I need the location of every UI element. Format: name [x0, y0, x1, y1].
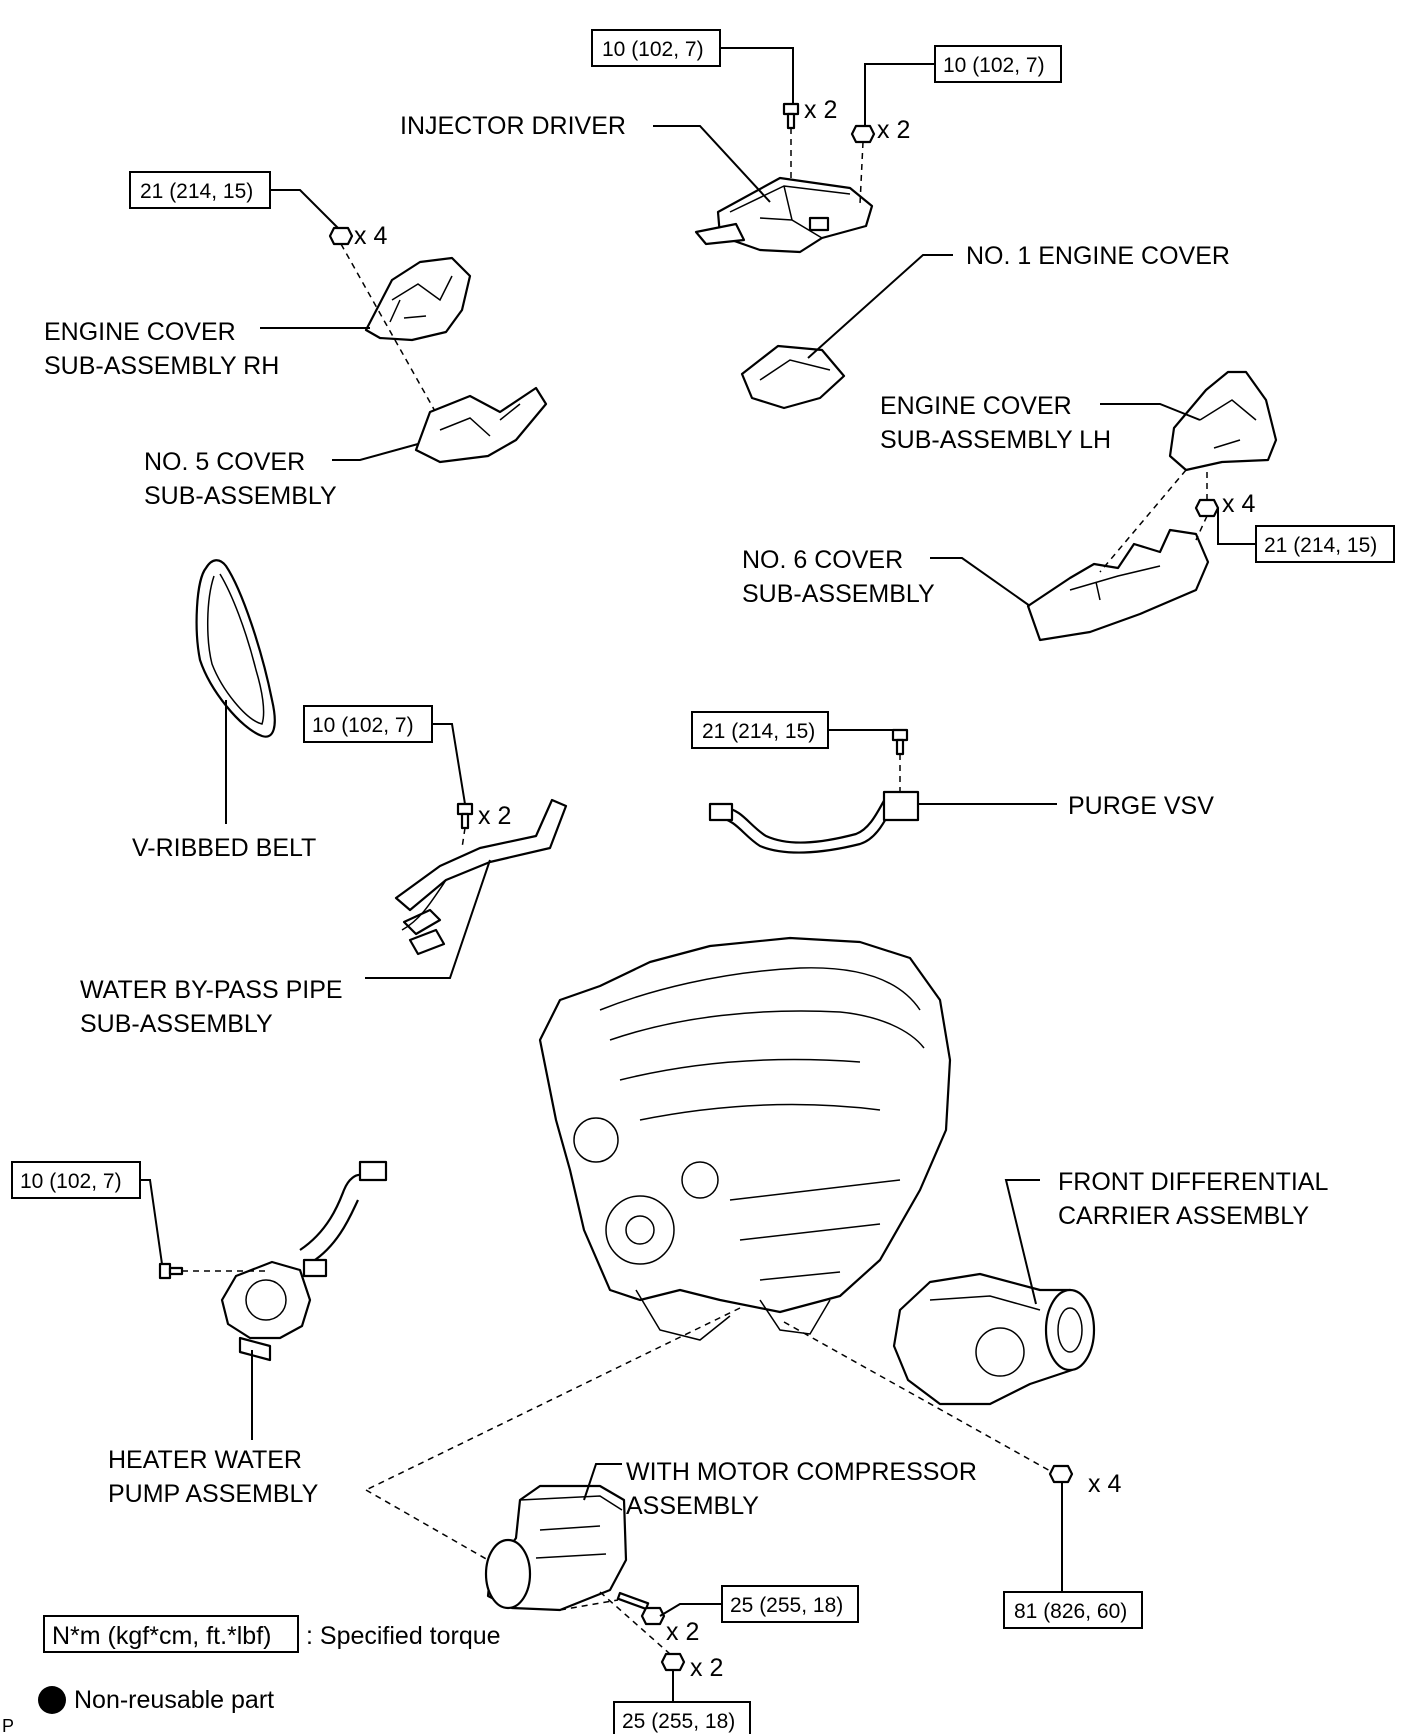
label-compressor-1: WITH MOTOR COMPRESSOR [626, 1458, 977, 1486]
legend-torque-box [43, 1615, 299, 1653]
label-water-bypass-1: WATER BY-PASS PIPE [80, 976, 343, 1004]
front-differential-part [892, 1272, 1096, 1406]
engine-cover-rh-part [364, 256, 472, 342]
label-v-ribbed-belt: V-RIBBED BELT [132, 834, 316, 862]
label-no1-engine-cover: NO. 1 ENGINE COVER [966, 242, 1230, 270]
heater-water-pump-part [220, 1160, 388, 1362]
engine-cover-lh-part [1168, 370, 1278, 472]
torque-box-purge [691, 711, 829, 749]
legend-non-reusable: Non-reusable part [74, 1686, 274, 1714]
torque-box-injector-bolt [591, 29, 721, 67]
torque-box-compressor-nut [613, 1701, 751, 1734]
qty-compressor-nut: x 2 [690, 1654, 723, 1682]
qty-compressor-bolt: x 2 [666, 1618, 699, 1646]
compressor-bolt-icon [616, 1591, 666, 1626]
purge-bolt-icon [891, 728, 909, 756]
cover-lh-nut-icon [1194, 498, 1220, 518]
heater-bolt-icon [158, 1262, 184, 1280]
compressor-part [484, 1484, 628, 1612]
cover-rh-nut-icon [328, 226, 354, 246]
label-engine-cover-rh-1: ENGINE COVER [44, 318, 236, 346]
qty-injector-nut: x 2 [877, 116, 910, 144]
label-engine-cover-rh-2: SUB-ASSEMBLY RH [44, 352, 279, 380]
label-no6-cover-1: NO. 6 COVER [742, 546, 903, 574]
torque-box-diff [1003, 1591, 1143, 1629]
label-water-bypass-2: SUB-ASSEMBLY [80, 1010, 273, 1038]
torque-box-compressor-bolt [721, 1585, 859, 1623]
label-front-diff-2: CARRIER ASSEMBLY [1058, 1202, 1309, 1230]
label-heater-pump-1: HEATER WATER [108, 1446, 302, 1474]
injector-nut-icon [850, 124, 876, 144]
engine-part [538, 936, 952, 1341]
torque-injector-bolt: 10 (102, 7) [602, 38, 704, 61]
torque-box-heater [11, 1161, 141, 1199]
torque-compressor-nut: 25 (255, 18) [622, 1710, 735, 1733]
torque-box-cover-lh [1255, 525, 1395, 563]
legend-torque-unit: N*m (kgf*cm, ft.*lbf) [52, 1622, 271, 1650]
label-engine-cover-lh-1: ENGINE COVER [880, 392, 1072, 420]
purge-vsv-part [708, 790, 920, 854]
torque-heater: 10 (102, 7) [20, 1170, 122, 1193]
label-compressor-2: ASSEMBLY [626, 1492, 759, 1520]
no5-cover-part [414, 386, 548, 464]
label-front-diff-1: FRONT DIFFERENTIAL [1058, 1168, 1328, 1196]
legend-torque-desc: : Specified torque [306, 1622, 501, 1650]
water-bypass-pipe-part [394, 798, 568, 956]
bypass-bolt-icon [456, 802, 474, 830]
qty-injector-bolt: x 2 [804, 96, 837, 124]
injector-driver-part [694, 176, 874, 254]
torque-box-cover-rh [129, 171, 271, 209]
diff-bolt-icon [1048, 1464, 1074, 1484]
torque-box-bypass [303, 705, 433, 743]
torque-injector-nut: 10 (102, 7) [943, 54, 1045, 77]
injector-bolt-icon [782, 102, 800, 130]
torque-bypass: 10 (102, 7) [312, 714, 414, 737]
no6-cover-part [1026, 528, 1210, 642]
torque-diff: 81 (826, 60) [1014, 1600, 1127, 1623]
torque-purge: 21 (214, 15) [702, 720, 815, 743]
label-engine-cover-lh-2: SUB-ASSEMBLY LH [880, 426, 1111, 454]
qty-cover-lh: x 4 [1222, 490, 1255, 518]
corner-mark: P [2, 1716, 14, 1734]
qty-cover-rh: x 4 [354, 222, 387, 250]
non-reusable-dot-icon [38, 1686, 66, 1714]
compressor-nut-icon [660, 1652, 686, 1672]
torque-compressor-bolt: 25 (255, 18) [730, 1594, 843, 1617]
qty-diff: x 4 [1088, 1470, 1121, 1498]
label-injector-driver: INJECTOR DRIVER [400, 112, 626, 140]
label-purge-vsv: PURGE VSV [1068, 792, 1214, 820]
label-no6-cover-2: SUB-ASSEMBLY [742, 580, 935, 608]
torque-box-injector-nut [934, 45, 1062, 83]
label-heater-pump-2: PUMP ASSEMBLY [108, 1480, 319, 1508]
v-ribbed-belt-part [195, 559, 276, 738]
torque-cover-rh: 21 (214, 15) [140, 180, 253, 203]
no1-engine-cover-part [740, 344, 846, 410]
qty-bypass: x 2 [478, 802, 511, 830]
label-no5-cover-2: SUB-ASSEMBLY [144, 482, 337, 510]
torque-cover-lh: 21 (214, 15) [1264, 534, 1377, 557]
label-no5-cover-1: NO. 5 COVER [144, 448, 305, 476]
